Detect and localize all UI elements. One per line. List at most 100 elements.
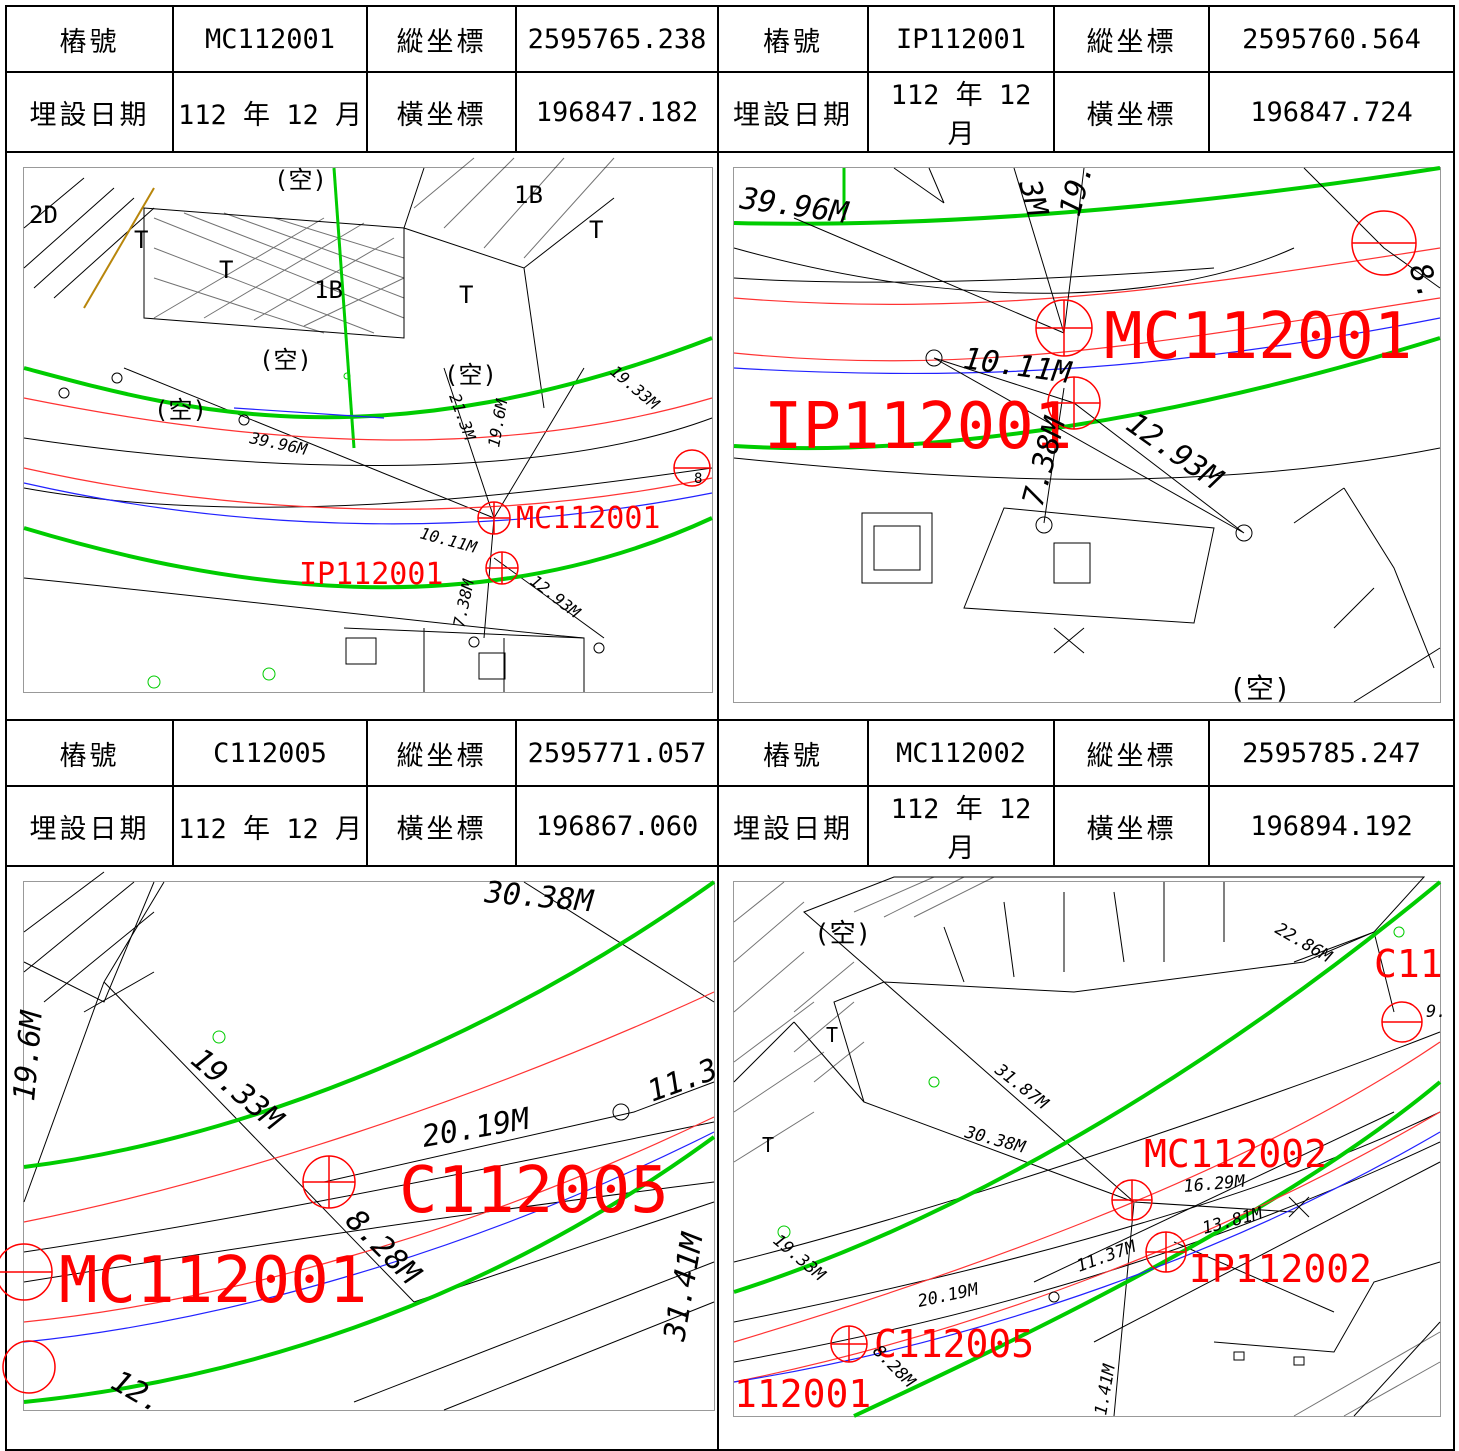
stake-no-value: MC112002 <box>867 719 1055 787</box>
northing-value: 2595765.238 <box>515 5 719 73</box>
dimension-label: 21.3M <box>445 391 480 444</box>
stake-label: C112005 <box>399 1154 669 1228</box>
map-mark: T <box>219 256 233 284</box>
dimension-label: 10.11M <box>418 524 480 558</box>
stake-no-label: 樁號 <box>717 719 869 787</box>
map-cell: MC112002 IP112002 C112005 112001 C11 22.… <box>717 865 1455 1451</box>
dimension-label: 9. <box>1426 1002 1446 1022</box>
easting-value: 196894.192 <box>1208 785 1455 867</box>
map-mark: (空) <box>274 166 327 194</box>
table-row: 樁號 C112005 縱坐標 2595771.057 樁號 MC112002 縱… <box>5 719 1455 787</box>
map-panel-2: MC112001 IP112001 39.96M 3M 19. 10.11M 1… <box>733 159 1447 705</box>
easting-value: 196847.724 <box>1208 71 1455 153</box>
stake-label: MC112001 <box>516 501 661 536</box>
stake-label: MC112002 <box>1144 1132 1327 1176</box>
easting-label: 橫坐標 <box>1053 71 1210 153</box>
easting-value: 196867.060 <box>515 785 719 867</box>
northing-value: 2595771.057 <box>515 719 719 787</box>
northing-label: 縱坐標 <box>366 5 517 73</box>
stake-label: C112005 <box>874 1322 1034 1366</box>
map-mark: 1B <box>514 181 543 209</box>
map-mark: T <box>762 1133 774 1157</box>
northing-label: 縱坐標 <box>366 719 517 787</box>
dimension-label: 31.41M <box>657 1230 711 1345</box>
map-mark: (空) <box>444 361 497 389</box>
stake-table: 樁號 MC112001 縱坐標 2595765.238 樁號 IP112001 … <box>0 5 1455 1451</box>
date-value: 112 年 12 月 <box>172 71 368 153</box>
cad-drawing: MC112001 IP112001 39.96M 3M 19. 10.11M 1… <box>733 159 1447 705</box>
dimension-label: 39.96M <box>247 428 310 459</box>
dimension-label: 12.93M <box>527 571 585 622</box>
map-panel-1: MC112001 IP112001 39.96M 21.3M 19.6M 19.… <box>23 157 713 693</box>
stake-label: C11 <box>1374 942 1443 986</box>
stake-no-value: IP112001 <box>867 5 1055 73</box>
map-row: MC112001 IP112001 39.96M 21.3M 19.6M 19.… <box>5 151 1455 721</box>
stake-record-sheet: 樁號 MC112001 縱坐標 2595765.238 樁號 IP112001 … <box>0 5 1455 1451</box>
dimension-label: 31.87M <box>990 1060 1052 1115</box>
map-cell: MC112001 IP112001 39.96M 21.3M 19.6M 19.… <box>5 151 719 721</box>
table-row: 埋設日期 112 年 12 月 橫坐標 196847.182 埋設日期 112 … <box>5 71 1455 153</box>
dimension-label: 10.11M <box>961 341 1074 391</box>
stake-label: MC112001 <box>59 1244 367 1318</box>
cad-drawing: C112005 MC112001 30.38M 19.33M 20.19M 8.… <box>0 871 723 1421</box>
northing-value: 2595785.247 <box>1208 719 1455 787</box>
stake-label: IP112002 <box>1189 1247 1372 1291</box>
dimension-label: 30.38M <box>482 875 595 919</box>
dimension-label: 13.81M <box>1200 1203 1265 1238</box>
map-mark: T <box>589 216 603 244</box>
dimension-label: 1.41M <box>1091 1362 1120 1417</box>
map-row: C112005 MC112001 30.38M 19.33M 20.19M 8.… <box>0 865 1455 1451</box>
dimension-label: 22.86M <box>1272 919 1336 967</box>
map-mark: T <box>134 226 148 254</box>
stake-label: 112001 <box>734 1372 871 1416</box>
map-cell: MC112001 IP112001 39.96M 3M 19. 10.11M 1… <box>717 151 1455 721</box>
map-mark: T <box>459 281 473 309</box>
northing-label: 縱坐標 <box>1053 5 1210 73</box>
dimension-label: 12.93M <box>1119 406 1229 497</box>
date-label: 埋設日期 <box>717 71 869 153</box>
stake-no-value: C112005 <box>172 719 368 787</box>
easting-label: 橫坐標 <box>1053 785 1210 867</box>
stake-no-label: 樁號 <box>717 5 869 73</box>
date-label: 埋設日期 <box>717 785 869 867</box>
northing-label: 縱坐標 <box>1053 719 1210 787</box>
map-mark: (空) <box>814 919 871 949</box>
dimension-label: 20.19M <box>419 1101 533 1154</box>
table-row: 樁號 MC112001 縱坐標 2595765.238 樁號 IP112001 … <box>5 5 1455 73</box>
map-mark: 1B <box>314 276 343 304</box>
date-value: 112 年 12 月 <box>172 785 368 867</box>
dimension-label: 19.6M <box>7 1009 50 1103</box>
map-mark: (空) <box>259 346 312 374</box>
stake-no-value: MC112001 <box>172 5 368 73</box>
northing-value: 2595760.564 <box>1208 5 1455 73</box>
dimension-label: 20.19M <box>916 1279 981 1311</box>
cad-drawing: MC112001 IP112001 39.96M 21.3M 19.6M 19.… <box>23 157 713 692</box>
dimension-label: 11.37M <box>1074 1237 1139 1277</box>
stake-no-label: 樁號 <box>5 719 174 787</box>
map-cell: C112005 MC112001 30.38M 19.33M 20.19M 8.… <box>0 865 723 1451</box>
stake-label: IP112001 <box>299 557 444 592</box>
date-label: 埋設日期 <box>5 785 174 867</box>
dimension-label: 19.33M <box>184 1041 290 1138</box>
easting-label: 橫坐標 <box>366 71 517 153</box>
stake-label: MC112001 <box>1104 300 1412 374</box>
cad-drawing: MC112002 IP112002 C112005 112001 C11 22.… <box>733 876 1446 1418</box>
map-mark: 8 <box>694 471 702 487</box>
stake-no-label: 樁號 <box>5 5 174 73</box>
map-panel-3: C112005 MC112001 30.38M 19.33M 20.19M 8.… <box>0 871 723 1421</box>
dimension-label: 19.6M <box>484 397 511 449</box>
map-mark: (空) <box>154 396 207 424</box>
easting-value: 196847.182 <box>515 71 719 153</box>
map-mark: T <box>826 1023 838 1047</box>
date-value: 112 年 12 月 <box>867 71 1055 153</box>
dimension-label: 30.38M <box>962 1122 1028 1158</box>
easting-label: 橫坐標 <box>366 785 517 867</box>
date-label: 埋設日期 <box>5 71 174 153</box>
date-value: 112 年 12 月 <box>867 785 1055 867</box>
dimension-label: 11.3 <box>643 1052 723 1110</box>
dimension-label: 19.33M <box>606 362 664 415</box>
map-mark: 2D <box>29 201 58 229</box>
stake-label: IP112001 <box>764 390 1072 464</box>
map-panel-4: MC112002 IP112002 C112005 112001 C11 22.… <box>733 876 1446 1418</box>
dimension-label: 12. <box>105 1364 169 1421</box>
